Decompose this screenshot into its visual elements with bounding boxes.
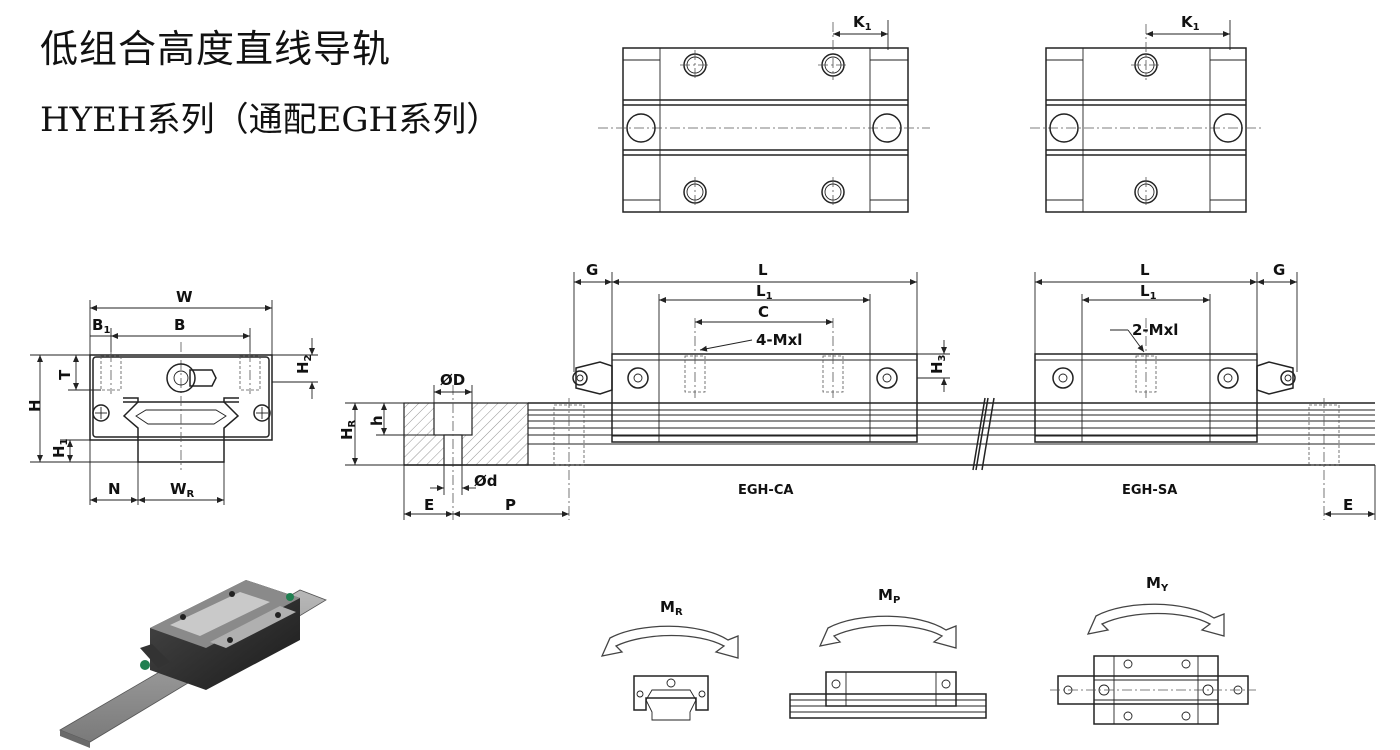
top-view-sa: K1 — [1030, 13, 1262, 213]
dim-w-label: W — [176, 288, 193, 306]
moment-mr-label: MR — [660, 598, 683, 618]
caption-sa: EGH-SA — [1122, 483, 1177, 498]
dim-l-label: L — [758, 261, 768, 279]
moment-my-label: MY — [1146, 574, 1169, 594]
dim-t-label: T — [56, 369, 74, 380]
product-photo — [59, 580, 327, 748]
dim-hr-label: HR — [338, 419, 358, 440]
moment-mp-diagram: MP — [789, 586, 987, 719]
end-view: W B1 B H T H1 H2 N WR — [26, 288, 318, 505]
dim-g-label-2: G — [1273, 261, 1285, 279]
callout-ca-holes: 4-Mxl — [756, 331, 802, 349]
dim-b-label: B — [174, 316, 185, 334]
dim-h-small-label: h — [368, 415, 386, 426]
callout-sa-holes: 2-Mxl — [1132, 321, 1178, 339]
dim-h3-label: H3 — [928, 354, 948, 374]
moment-mp-label: MP — [878, 586, 900, 606]
dim-od-label: ØD — [440, 371, 465, 389]
dim-od-small-label: Ød — [474, 472, 498, 490]
dim-k1-label-2: K1 — [1181, 13, 1200, 33]
dim-l1-label: L1 — [756, 282, 773, 302]
dim-l-label-2: L — [1140, 261, 1150, 279]
caption-ca: EGH-CA — [738, 483, 793, 498]
dim-p-label: P — [505, 496, 516, 514]
moment-mr-diagram: MR — [600, 598, 739, 721]
dim-h2-label: H2 — [294, 354, 314, 374]
dim-b1-label: B1 — [92, 316, 110, 336]
dim-e-label: E — [424, 496, 434, 514]
side-view: G L L1 C 4-Mxl H3 L L1 2-Mxl G — [338, 261, 1376, 520]
page-subtitle: HYEH系列（通配EGH系列） — [40, 100, 501, 140]
dim-k1-label: K1 — [853, 13, 872, 33]
dim-h1-label: H1 — [50, 438, 70, 458]
dim-n-label: N — [108, 480, 121, 498]
mounting-hole-icon — [626, 53, 902, 204]
page-title: 低组合高度直线导轨 — [40, 27, 392, 71]
dim-g-label: G — [586, 261, 598, 279]
dim-h-label: H — [26, 399, 44, 412]
top-view-ca: K1 — [598, 13, 930, 213]
dim-c-label: C — [758, 303, 769, 321]
dim-l1-label-2: L1 — [1140, 282, 1157, 302]
dim-wr-label: WR — [170, 480, 195, 500]
dim-e-label-2: E — [1343, 496, 1353, 514]
moment-my-diagram: MY — [1050, 574, 1256, 725]
